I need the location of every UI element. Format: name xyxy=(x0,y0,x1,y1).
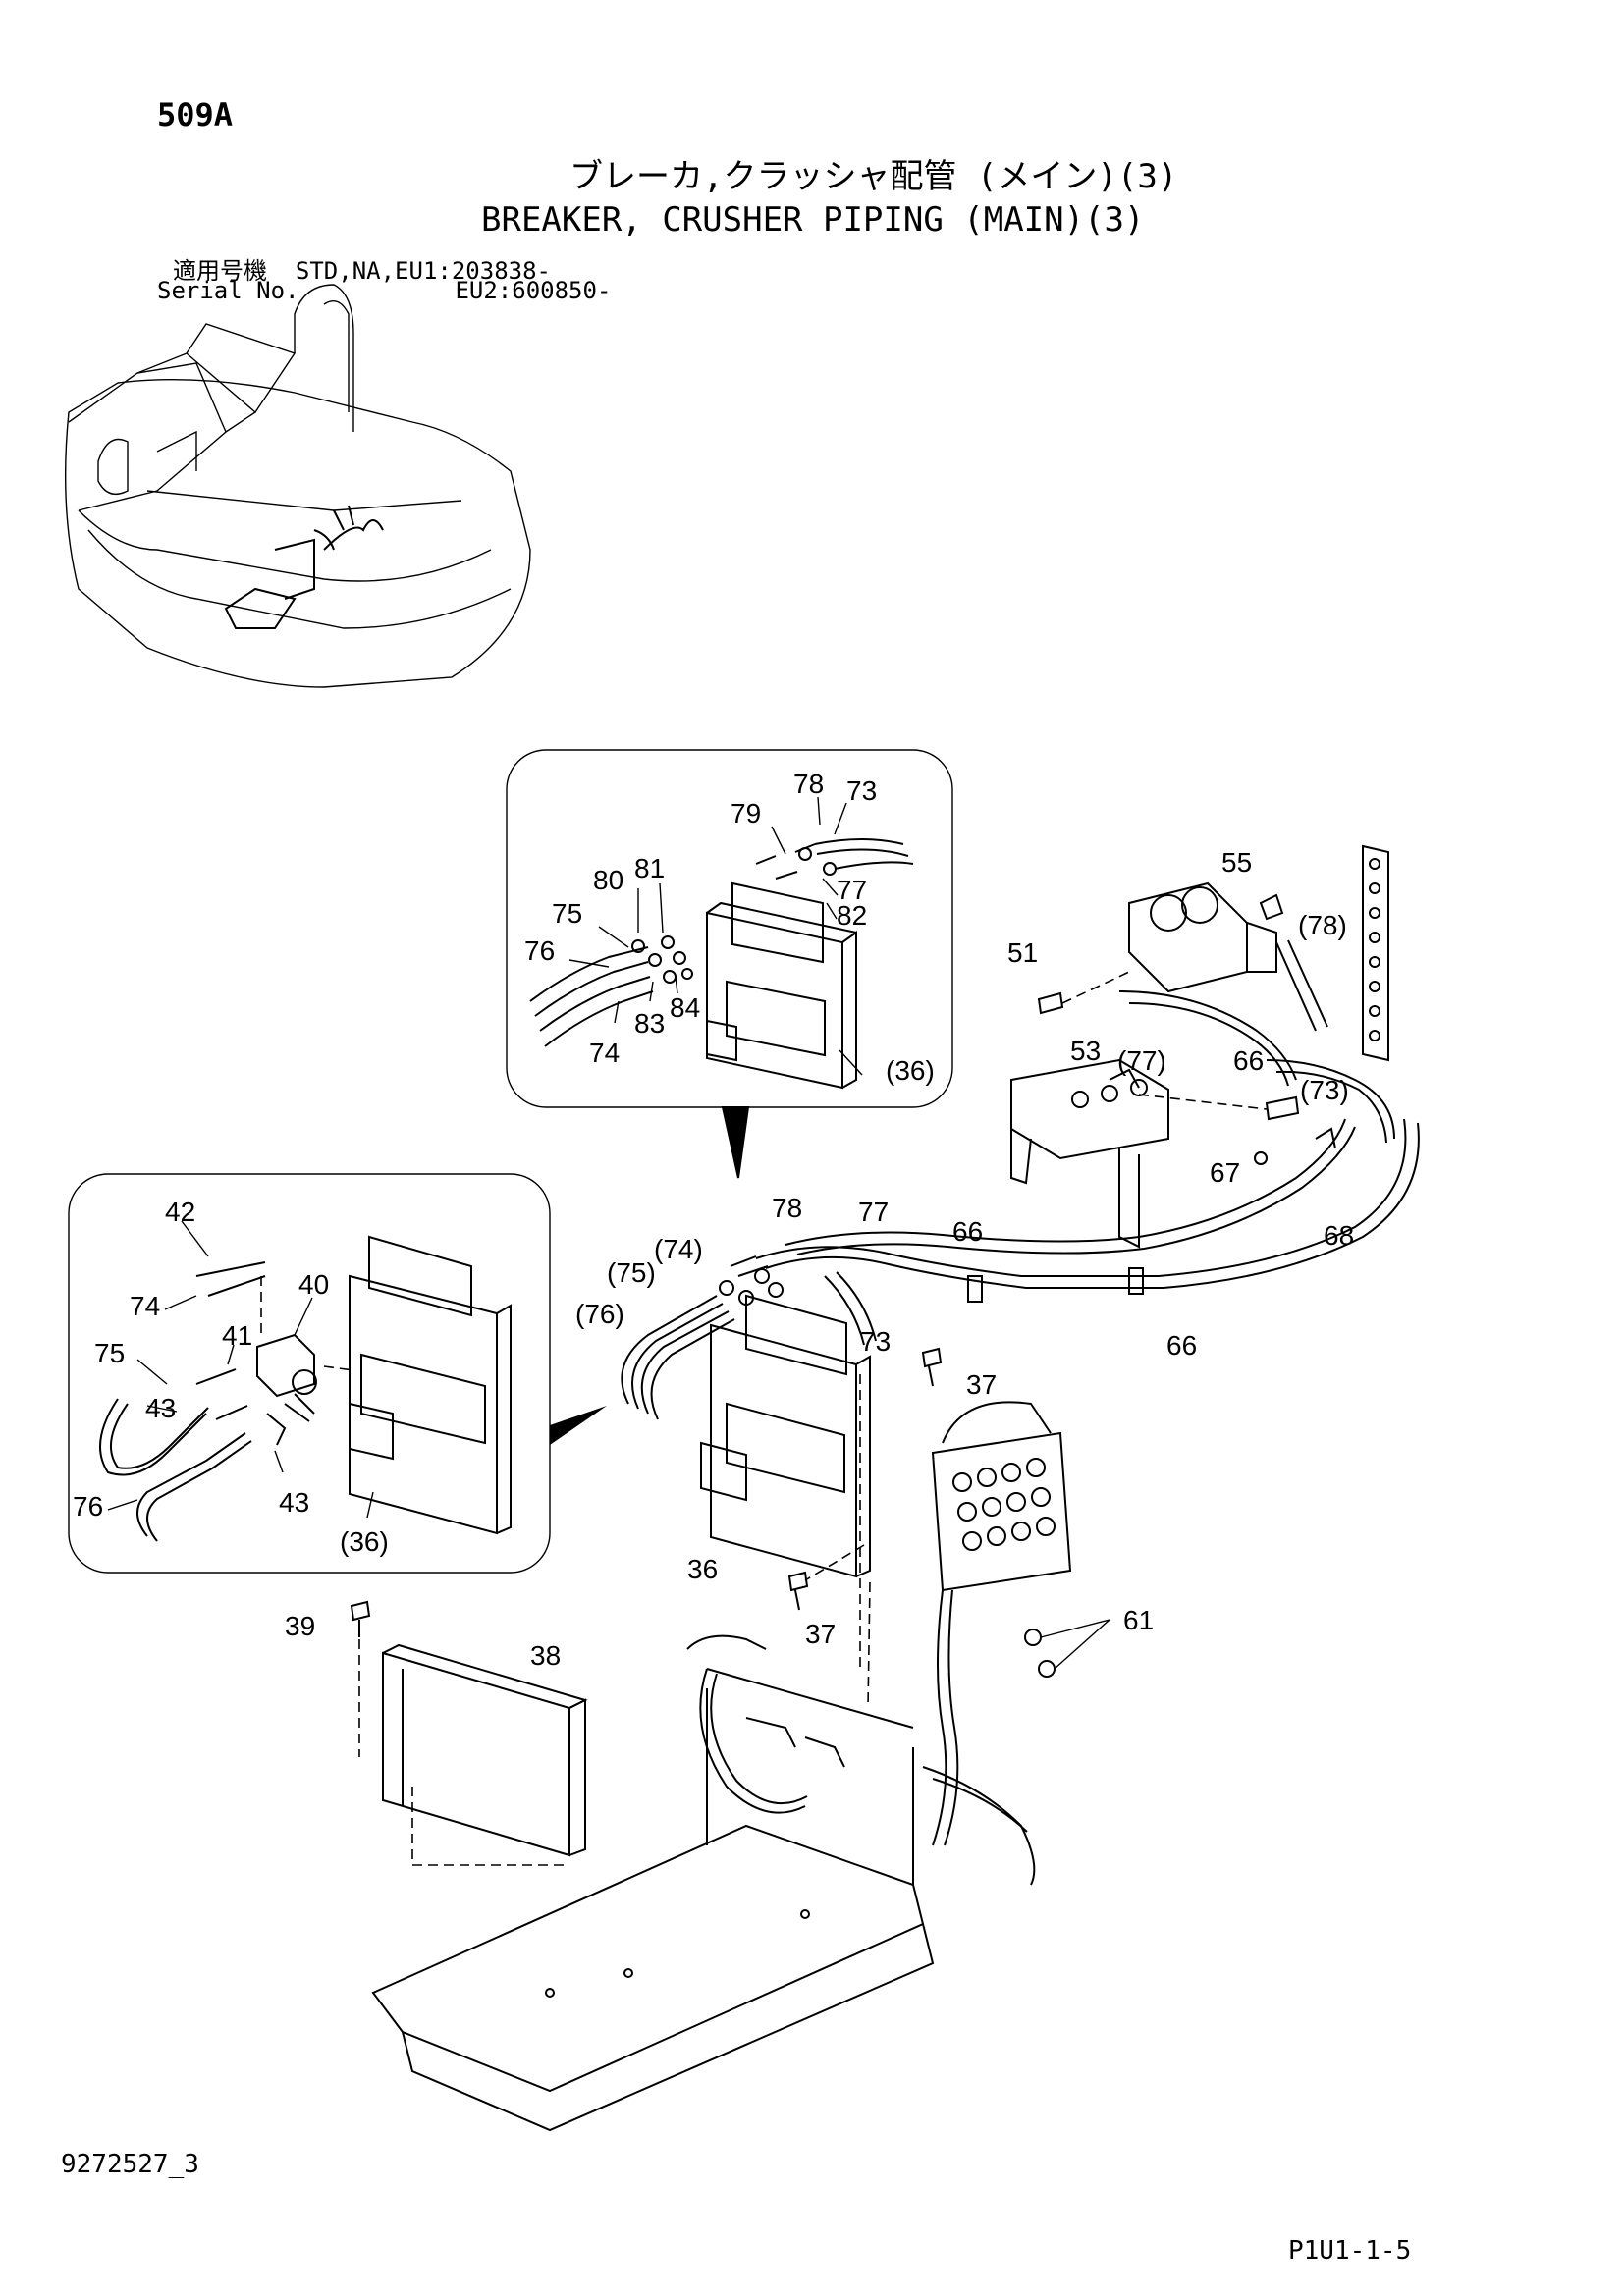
callout-label: 74 xyxy=(589,1038,620,1068)
machine-overview-illustration xyxy=(64,284,531,688)
callout-label: 77 xyxy=(837,875,867,905)
title-japanese: ブレーカ,クラッシャ配管 (メイン)(3) xyxy=(569,157,1178,196)
callout-label: (36) xyxy=(886,1055,935,1086)
callout-label: (77) xyxy=(1117,1045,1166,1076)
callout-label: (78) xyxy=(1298,910,1347,940)
callout-label: (36) xyxy=(340,1526,389,1557)
callout-label: 81 xyxy=(634,853,665,883)
callout-label: 83 xyxy=(634,1008,665,1039)
callout-label: (74) xyxy=(654,1234,703,1264)
callout-label: 51 xyxy=(1007,937,1038,968)
detail-inset-left xyxy=(68,1173,607,1574)
callout-label: 53 xyxy=(1070,1036,1101,1066)
callout-label: (75) xyxy=(607,1257,656,1288)
callout-label: 75 xyxy=(94,1338,125,1368)
callout-label: 76 xyxy=(73,1491,103,1522)
callout-label: 84 xyxy=(670,992,700,1023)
callout-labels: 78 73 79 80 81 77 82 75 76 83 84 74 (36)… xyxy=(73,769,1354,1671)
callout-label: 73 xyxy=(846,775,877,806)
callout-label: 80 xyxy=(593,865,623,895)
callout-label: 75 xyxy=(552,898,582,929)
serial-label-jp: 適用号機 xyxy=(173,257,267,285)
callout-label: 43 xyxy=(279,1487,309,1518)
callout-label: 37 xyxy=(805,1619,836,1649)
callout-label: 43 xyxy=(145,1393,176,1423)
callout-label: 68 xyxy=(1324,1220,1354,1251)
callout-label: 36 xyxy=(687,1554,718,1584)
callout-label: (76) xyxy=(575,1299,624,1329)
document-number: 9272527_3 xyxy=(61,2150,199,2179)
callout-label: 67 xyxy=(1210,1157,1240,1188)
callout-label: 73 xyxy=(860,1326,891,1357)
callout-label: 55 xyxy=(1221,847,1252,878)
callout-label: 76 xyxy=(524,935,555,966)
callout-label: 78 xyxy=(793,769,824,799)
serial-label-en: Serial No. xyxy=(157,277,299,304)
callout-label: 37 xyxy=(966,1369,997,1400)
callout-label: (73) xyxy=(1300,1075,1349,1105)
callout-label: 66 xyxy=(1166,1330,1197,1361)
main-assembly-drawing xyxy=(350,844,1420,2132)
title-english: BREAKER, CRUSHER PIPING (MAIN)(3) xyxy=(481,200,1145,240)
serial-line-2: Serial No. EU2:600850- xyxy=(157,277,611,304)
serial-range-2: EU2:600850- xyxy=(455,277,612,304)
callout-label: 66 xyxy=(1233,1045,1264,1076)
callout-label: 78 xyxy=(772,1193,802,1223)
detail-inset-top xyxy=(506,749,953,1179)
callout-label: 41 xyxy=(222,1320,252,1351)
page-code: 509A xyxy=(157,96,234,133)
callout-label: 74 xyxy=(130,1291,160,1321)
page-reference: P1U1-1-5 xyxy=(1288,2236,1412,2266)
serial-line-1: 適用号機 STD,NA,EU1:203838- xyxy=(173,251,551,286)
callout-label: 82 xyxy=(837,900,867,931)
callout-label: 66 xyxy=(952,1216,983,1247)
callout-label: 40 xyxy=(298,1269,329,1300)
callout-label: 79 xyxy=(731,798,761,828)
callout-label: 42 xyxy=(165,1197,195,1227)
serial-range-1: STD,NA,EU1:203838- xyxy=(295,257,551,285)
callout-label: 77 xyxy=(858,1197,889,1227)
callout-label: 61 xyxy=(1123,1605,1154,1635)
callout-label: 38 xyxy=(530,1640,561,1671)
callout-label: 39 xyxy=(285,1611,315,1641)
